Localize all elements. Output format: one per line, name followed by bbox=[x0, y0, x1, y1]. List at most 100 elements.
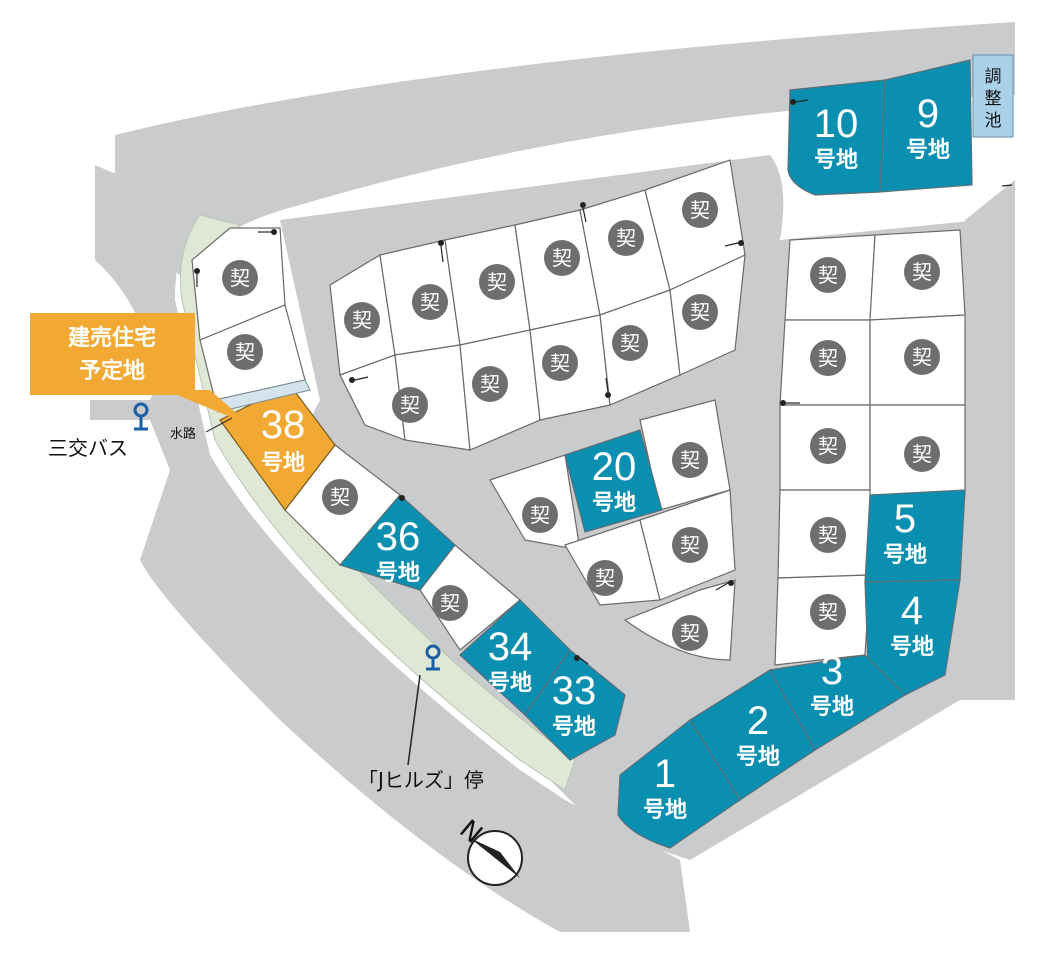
lot-10-unit: 号地 bbox=[814, 148, 858, 173]
sold-mark-label: 契 bbox=[680, 448, 700, 472]
lot-38-unit: 号地 bbox=[261, 451, 305, 476]
access-arrow bbox=[605, 377, 609, 393]
sold-mark-circle bbox=[344, 302, 380, 338]
access-arrow bbox=[579, 657, 589, 665]
sold-mark-circle bbox=[612, 325, 648, 361]
sold-mark-circle bbox=[227, 334, 263, 370]
waterway-label: 水路 bbox=[170, 426, 196, 442]
callout-line-2: 予定地 bbox=[79, 358, 145, 384]
sold-mark-label: 契 bbox=[235, 340, 255, 364]
retention-pond bbox=[972, 54, 1014, 138]
sold-mark-circle bbox=[522, 497, 558, 533]
callout-pointer bbox=[165, 390, 250, 425]
sold-mark-circle bbox=[682, 294, 718, 330]
sold-mark-label: 契 bbox=[595, 566, 615, 590]
access-dot bbox=[194, 268, 200, 274]
sold-mark-circle bbox=[412, 284, 448, 320]
road-west bbox=[90, 165, 690, 932]
sold-mark-label: 契 bbox=[818, 263, 838, 287]
access-dot bbox=[780, 400, 786, 406]
lot-9[interactable] bbox=[879, 59, 973, 193]
access-dot bbox=[271, 229, 277, 235]
lot-4[interactable] bbox=[864, 579, 961, 696]
road-top bbox=[115, 22, 1015, 285]
sold-mark-label: 契 bbox=[420, 290, 440, 314]
sold-mark-label: 契 bbox=[400, 393, 420, 417]
sold-mark-label: 契 bbox=[680, 533, 700, 557]
access-dot bbox=[728, 580, 734, 586]
access-arrow bbox=[795, 99, 809, 103]
lot-34-unit: 号地 bbox=[488, 671, 532, 696]
lot-4-number: 4 bbox=[901, 589, 923, 633]
lot-9-number: 9 bbox=[917, 92, 939, 136]
bus-stop-leader bbox=[407, 674, 421, 766]
access-dot bbox=[438, 240, 444, 246]
access-dot bbox=[605, 392, 611, 398]
sold-mark-label: 契 bbox=[680, 621, 700, 645]
lot-20-number: 20 bbox=[592, 445, 637, 489]
access-arrow bbox=[715, 582, 729, 591]
sold-mark-label: 契 bbox=[352, 308, 372, 332]
sold-mark-circle bbox=[544, 240, 580, 276]
lot-3-number: 3 bbox=[821, 649, 843, 693]
sold-mark-label: 契 bbox=[912, 260, 932, 284]
lot-2-number: 2 bbox=[747, 699, 769, 743]
access-dot bbox=[399, 495, 405, 501]
lot-1[interactable] bbox=[617, 719, 741, 849]
sold-mark-circle bbox=[672, 527, 708, 563]
lot-34-number: 34 bbox=[488, 625, 533, 669]
pond-label-2: 整 bbox=[985, 89, 1002, 109]
sold-mark-label: 契 bbox=[552, 246, 572, 270]
sold-mark-label: 契 bbox=[818, 346, 838, 370]
sold-mark-circle bbox=[472, 366, 508, 402]
sold-mark-circle bbox=[810, 257, 846, 293]
access-arrow bbox=[440, 245, 444, 263]
sold-mark-label: 契 bbox=[912, 442, 932, 466]
lot-36-unit: 号地 bbox=[376, 561, 420, 586]
bus-stop-jhills-label: 「Jヒルズ」停 bbox=[358, 768, 484, 792]
sold-mark-circle bbox=[810, 517, 846, 553]
sold-mark-circle bbox=[904, 436, 940, 472]
sold-mark-label: 契 bbox=[440, 591, 460, 615]
lot-4-unit: 号地 bbox=[890, 635, 934, 660]
lot-5-unit: 号地 bbox=[883, 543, 927, 568]
sold-mark-label: 契 bbox=[480, 372, 500, 396]
sold-mark-circle bbox=[672, 442, 708, 478]
sold-mark-circle bbox=[672, 615, 708, 651]
sold-mark-circle bbox=[608, 220, 644, 256]
callout-house-plan: 建売住宅 予定地 bbox=[30, 313, 250, 425]
sold-mark-label: 契 bbox=[818, 434, 838, 458]
lot-1-number: 1 bbox=[654, 752, 676, 796]
sold-mark-label: 契 bbox=[912, 345, 932, 369]
lot-20[interactable] bbox=[564, 429, 663, 533]
lot-33-number: 33 bbox=[552, 669, 597, 713]
sold-mark-label: 契 bbox=[550, 351, 570, 375]
lot-33[interactable] bbox=[524, 649, 626, 761]
access-arrow bbox=[354, 376, 369, 381]
lots-available-layer bbox=[338, 59, 973, 849]
sold-mark-label: 契 bbox=[690, 198, 710, 222]
sold-mark-circle bbox=[392, 387, 428, 423]
sold-mark-circle bbox=[542, 345, 578, 381]
pond-label-3: 池 bbox=[985, 111, 1002, 131]
lot-36-number: 36 bbox=[376, 515, 421, 559]
lot-20-unit: 号地 bbox=[592, 491, 636, 516]
lot-36[interactable] bbox=[338, 494, 456, 591]
sold-mark-circle bbox=[322, 479, 358, 515]
sold-mark-label: 契 bbox=[330, 485, 350, 509]
lot-1-unit: 号地 bbox=[643, 798, 687, 823]
access-dot bbox=[790, 99, 796, 105]
lot-10-number: 10 bbox=[814, 102, 859, 146]
callout-line-1: 建売住宅 bbox=[68, 325, 156, 351]
lot-10[interactable] bbox=[787, 79, 886, 196]
sold-mark-circle bbox=[810, 594, 846, 630]
sold-mark-circle bbox=[904, 254, 940, 290]
lot-2-unit: 号地 bbox=[736, 745, 780, 770]
sold-mark-circle bbox=[222, 260, 258, 296]
lot-38-number: 38 bbox=[261, 403, 306, 447]
sold-mark-label: 契 bbox=[818, 523, 838, 547]
sold-mark-label: 契 bbox=[616, 226, 636, 250]
sold-mark-circle bbox=[682, 192, 718, 228]
lot-5-number: 5 bbox=[894, 497, 916, 541]
